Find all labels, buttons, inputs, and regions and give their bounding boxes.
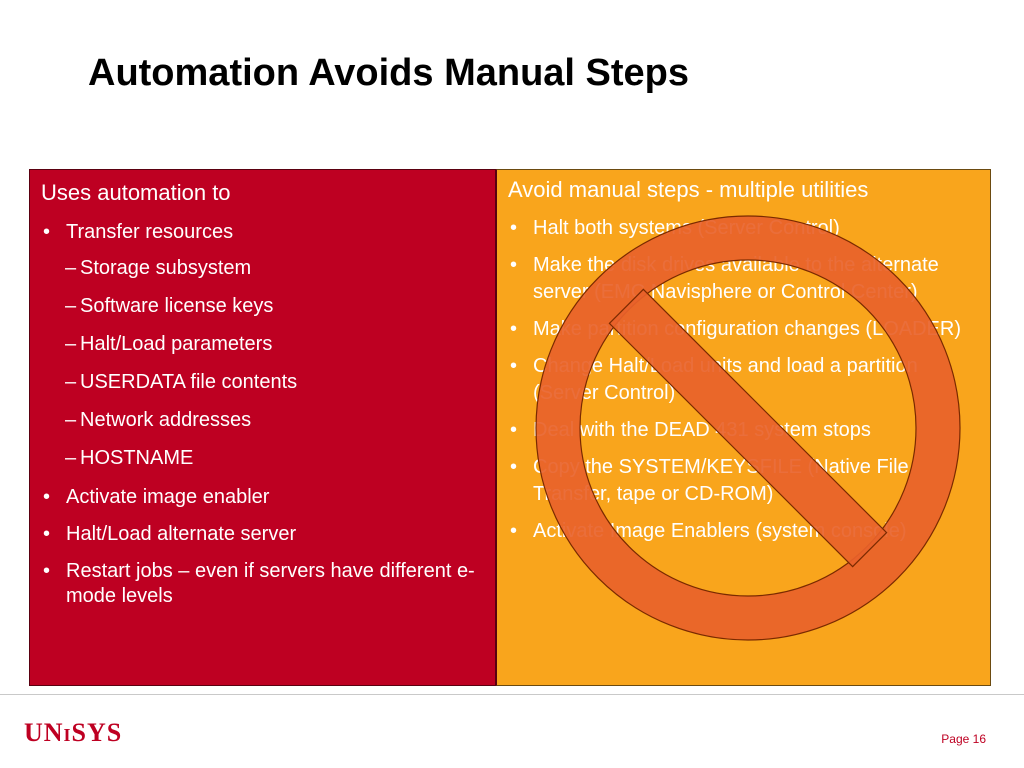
footer-divider xyxy=(0,694,1024,695)
list-item: Make partition configuration changes (LO… xyxy=(508,316,980,343)
list-item: Transfer resources Storage subsystem Sof… xyxy=(41,220,485,471)
right-bullet-list: Halt both systems (Server Control) Make … xyxy=(508,215,980,545)
slide-title: Automation Avoids Manual Steps xyxy=(88,52,690,94)
list-item: Restart jobs – even if servers have diff… xyxy=(41,559,485,609)
sub-list-item: USERDATA file contents xyxy=(41,369,485,395)
left-panel: Uses automation to Transfer resources St… xyxy=(29,169,496,686)
list-item: Activate Image Enablers (system console) xyxy=(508,518,980,545)
list-item: Halt/Load alternate server xyxy=(41,522,485,547)
left-bullet-list: Transfer resources Storage subsystem Sof… xyxy=(41,220,485,609)
sub-list: Storage subsystem Software license keys … xyxy=(65,255,485,471)
list-item: Change Halt/Load units and load a partit… xyxy=(508,353,980,407)
list-item: Make the disk drives available to the al… xyxy=(508,252,980,306)
list-item: Activate image enabler xyxy=(41,485,485,510)
list-item-text: Transfer resources xyxy=(66,221,234,243)
sub-list-item: Storage subsystem xyxy=(41,255,485,281)
list-item: Copy the SYSTEM/KEYSFILE (Native File Tr… xyxy=(508,454,980,508)
sub-list-item: Network addresses xyxy=(41,407,485,433)
list-item: Halt both systems (Server Control) xyxy=(508,215,980,242)
page-number: Page 16 xyxy=(941,732,986,746)
sub-list-item: Software license keys xyxy=(41,293,485,319)
list-item: Deal with the DEAD 431 system stops xyxy=(508,417,980,444)
sub-list-item: Halt/Load parameters xyxy=(41,331,485,357)
right-panel: Avoid manual steps - multiple utilities … xyxy=(496,169,991,686)
right-panel-heading: Avoid manual steps - multiple utilities xyxy=(508,177,869,202)
sub-list-item: HOSTNAME xyxy=(41,445,485,471)
unisys-logo: UNiSYS xyxy=(24,718,123,747)
left-panel-heading: Uses automation to xyxy=(41,180,231,205)
